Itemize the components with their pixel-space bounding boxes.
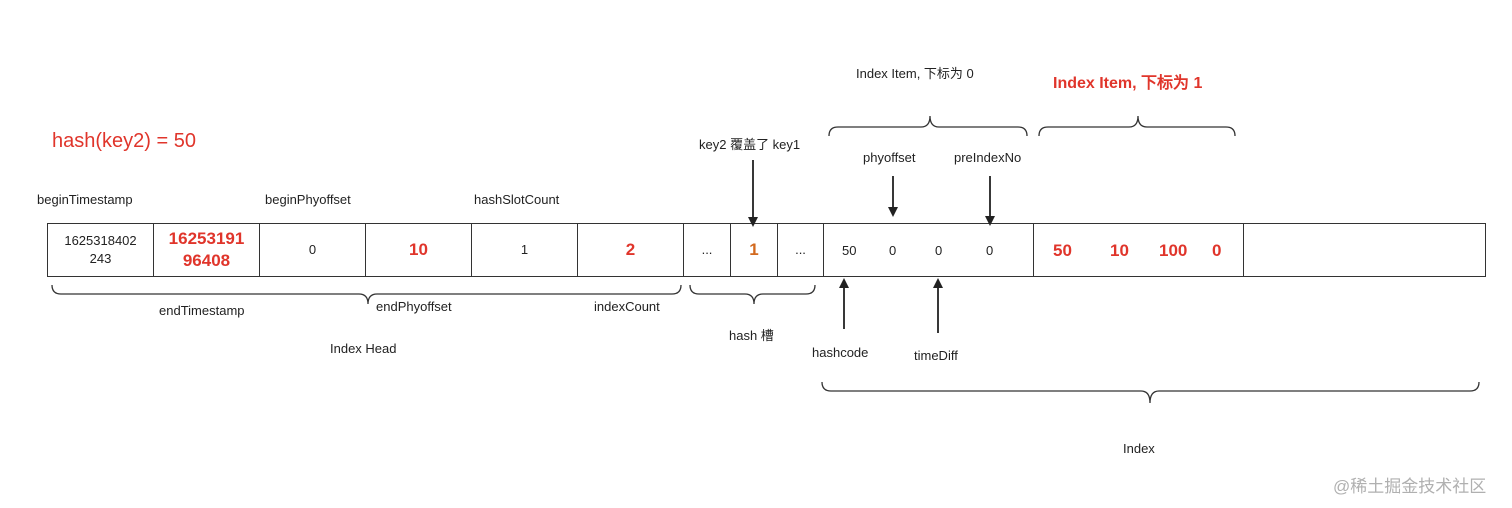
slot-ellipsis-right: ... xyxy=(795,242,806,257)
timediff-label: timeDiff xyxy=(914,348,958,363)
slot-overwrite-note: key2 覆盖了 key1 xyxy=(699,137,801,152)
hash-slot-brace xyxy=(689,284,816,305)
hashcode-label: hashcode xyxy=(812,345,869,360)
hash-slot-label: hash 槽 xyxy=(729,328,774,343)
index-label: Index xyxy=(1123,441,1155,456)
index-count-value: 2 xyxy=(625,240,636,259)
end-phyoffset-value: 10 xyxy=(409,240,428,259)
index-item-0-timediff-value: 0 xyxy=(935,243,943,258)
index-item-1-title: Index Item, 下标为 1 xyxy=(1053,75,1203,92)
index-item-1-hashcode-value: 50 xyxy=(1053,241,1072,260)
index-count-label: indexCount xyxy=(594,299,660,314)
index-item-1-preindexno-value: 0 xyxy=(1212,241,1222,260)
begin-phyoffset-value: 0 xyxy=(308,242,317,257)
index-item-0-phyoffset-value: 0 xyxy=(889,243,897,258)
watermark: @稀土掘金技术社区 xyxy=(1333,477,1487,496)
index-brace xyxy=(821,381,1480,404)
end-timestamp-value-line1: 16253191 xyxy=(168,229,245,248)
end-timestamp-label: endTimestamp xyxy=(159,303,245,318)
begin-timestamp-value-line2: 243 xyxy=(89,251,112,266)
hash-slot-count-value: 1 xyxy=(520,242,529,257)
index-item-0-brace xyxy=(828,115,1028,137)
begin-phyoffset-label: beginPhyoffset xyxy=(265,192,351,207)
phyoffset-label: phyoffset xyxy=(863,150,916,165)
preindexno-label: preIndexNo xyxy=(954,150,1022,165)
index-item-1-brace xyxy=(1038,115,1236,137)
index-remaining-cell xyxy=(1243,223,1486,277)
hash-slot-value: 1 xyxy=(749,240,759,259)
index-head-label: Index Head xyxy=(330,341,397,356)
index-item-1-phyoffset-value: 10 xyxy=(1110,241,1129,260)
end-phyoffset-label: endPhyoffset xyxy=(376,299,452,314)
index-item-0-hashcode-value: 50 xyxy=(842,243,857,258)
index-item-1-timediff-value: 100 xyxy=(1159,241,1188,260)
hash-slot-count-label: hashSlotCount xyxy=(474,192,560,207)
index-head-brace xyxy=(51,284,682,305)
index-item-0-title: Index Item, 下标为 0 xyxy=(856,66,974,81)
end-timestamp-value-line2: 96408 xyxy=(182,251,231,270)
slot-ellipsis-left: ... xyxy=(701,242,713,257)
index-item-0-preindexno-value: 0 xyxy=(986,243,994,258)
begin-timestamp-label: beginTimestamp xyxy=(37,192,133,207)
hash-result-label: hash(key2) = 50 xyxy=(52,130,196,152)
begin-timestamp-value-line1: 1625318402 xyxy=(64,233,137,248)
